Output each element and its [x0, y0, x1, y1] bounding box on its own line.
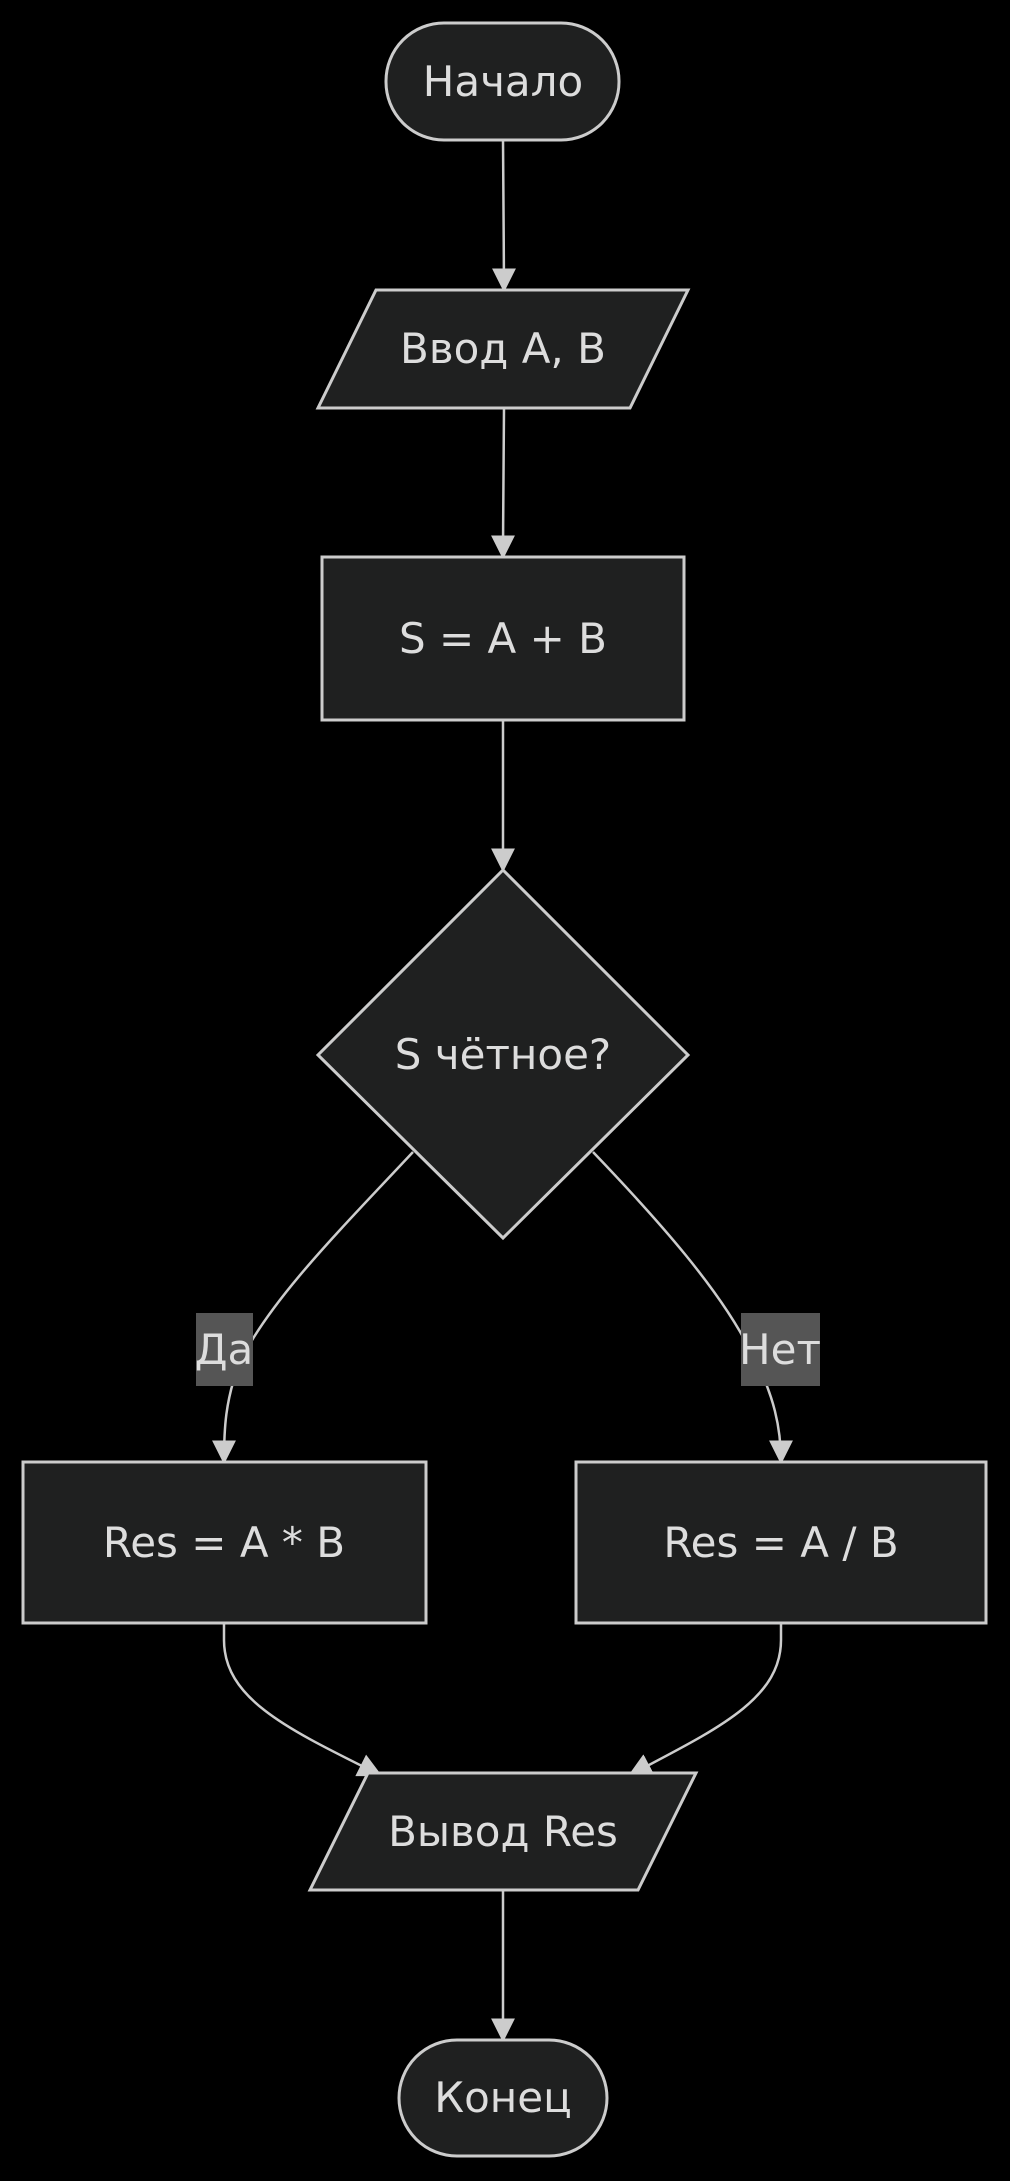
edge-label-no-text: Нет — [739, 1325, 821, 1374]
node-multiply: Res = A * B — [21, 1460, 428, 1625]
edge-multiply-output — [222, 1623, 383, 1777]
edge-decision-no — [592, 1151, 793, 1465]
node-sum: S = A + B — [320, 555, 686, 722]
node-sum-label: S = A + B — [399, 614, 607, 663]
node-output-label: Вывод Res — [388, 1807, 618, 1856]
node-output: Вывод Res — [307, 1771, 699, 1892]
node-start-label: Начало — [423, 57, 583, 106]
node-multiply-label: Res = A * B — [103, 1518, 345, 1567]
node-decision-label: S чётное? — [395, 1030, 611, 1079]
node-decision: S чётное? — [315, 867, 691, 1241]
edge-label-no: Нет — [739, 1313, 821, 1386]
node-start: Начало — [384, 21, 621, 142]
edge-input-sum — [491, 407, 516, 560]
edge-label-yes-text: Да — [195, 1325, 254, 1374]
edge-divide-output — [627, 1623, 783, 1777]
node-divide-label: Res = A / B — [663, 1518, 898, 1567]
node-end-label: Конец — [434, 2073, 571, 2122]
node-input-label: Ввод A, B — [400, 324, 606, 373]
node-divide: Res = A / B — [574, 1460, 988, 1625]
edge-label-yes: Да — [195, 1313, 254, 1386]
node-input: Ввод A, B — [315, 288, 691, 410]
edge-decision-yes — [212, 1151, 414, 1465]
node-end: Конец — [397, 2038, 609, 2158]
edge-start-input — [491, 139, 516, 293]
